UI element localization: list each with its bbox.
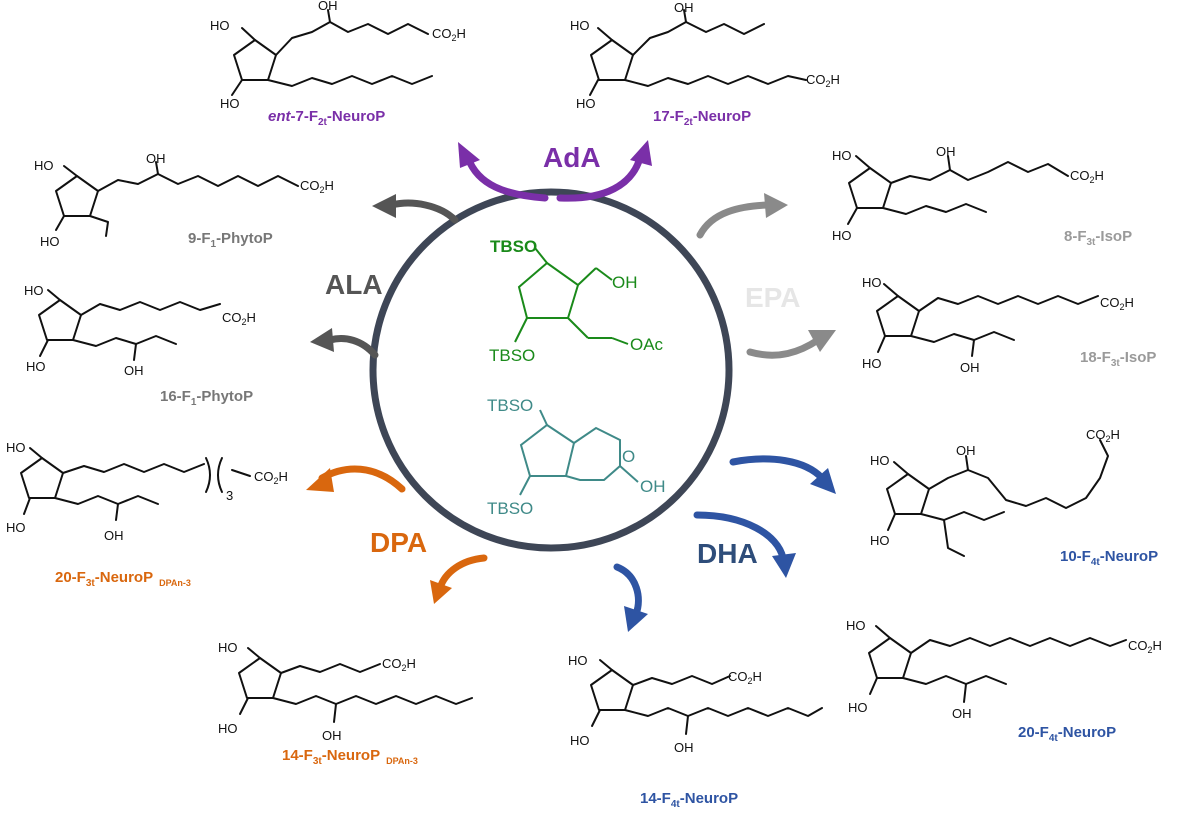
- atom-ho: HO: [218, 721, 238, 736]
- ada-arrows: [458, 140, 652, 202]
- atom-co2h: CO2H: [432, 26, 466, 43]
- atom-ho: HO: [570, 18, 590, 33]
- atom-co2h: CO2H: [1086, 427, 1120, 444]
- atom-ho: HO: [34, 158, 54, 173]
- atom-ho: HO: [40, 234, 60, 249]
- family-label-epa: EPA: [745, 282, 801, 313]
- central-teal-lactol: [519, 409, 639, 496]
- atom-oh: OH: [318, 0, 338, 13]
- center-top-tbso-1: TBSO: [490, 237, 537, 256]
- molecule-10-f4t-neurop: HO OH CO2H HO 10-F4t-NeuroP: [870, 427, 1158, 568]
- atom-ho: HO: [846, 618, 866, 633]
- center-bottom-tbso-2: TBSO: [487, 499, 533, 518]
- atom-ho: HO: [568, 653, 588, 668]
- atom-oh: OH: [104, 528, 124, 543]
- atom-ho: HO: [218, 640, 238, 655]
- atom-ho: HO: [220, 96, 240, 111]
- atom-co2h: CO2H: [806, 72, 840, 89]
- epa-arrows: [696, 193, 836, 359]
- atom-ho: HO: [848, 700, 868, 715]
- molecule-20-f4t-neurop: HO CO2H HO OH 20-F4t-NeuroP: [846, 618, 1162, 744]
- dpa-arrows: [306, 465, 488, 604]
- compound-label-8-f3t: 8-F3t-IsoP: [1064, 228, 1132, 248]
- atom-ho: HO: [862, 356, 882, 371]
- atom-co2h: CO2H: [1100, 295, 1134, 312]
- atom-co2h: CO2H: [728, 669, 762, 686]
- family-label-dha: DHA: [697, 538, 758, 569]
- atom-ho: HO: [6, 520, 26, 535]
- central-green-intermediate: [514, 247, 629, 345]
- family-label-dpa: DPA: [370, 527, 427, 558]
- repeat-count: 3: [226, 488, 233, 503]
- center-top-oac: OAc: [630, 335, 664, 354]
- atom-ho: HO: [576, 96, 596, 111]
- atom-co2h: CO2H: [300, 178, 334, 195]
- atom-oh: OH: [146, 151, 166, 166]
- atom-ho: HO: [862, 275, 882, 290]
- central-ring: [369, 188, 733, 552]
- compound-label-9-f1: 9-F1-PhytoP: [188, 230, 273, 250]
- atom-ho: HO: [26, 359, 46, 374]
- molecule-18-f3t-isop: HO CO2H HO OH 18-F3t-IsoP: [862, 275, 1156, 375]
- atom-oh: OH: [674, 740, 694, 755]
- atom-co2h: CO2H: [222, 310, 256, 327]
- family-label-ala: ALA: [325, 269, 383, 300]
- atom-ho: HO: [832, 148, 852, 163]
- center-top-tbso-2: TBSO: [489, 346, 535, 365]
- molecule-16-f1-phytop: HO CO2H HO OH 16-F1-PhytoP: [24, 283, 256, 408]
- molecule-ent-7-f2t-neurop: HO OH CO2H HO ent-7-F2t-NeuroP: [210, 0, 466, 128]
- atom-ho: HO: [6, 440, 26, 455]
- atom-ho: HO: [210, 18, 230, 33]
- compound-label-14-f4t: 14-F4t-NeuroP: [640, 790, 738, 810]
- center-bottom-o: O: [622, 447, 635, 466]
- compound-label-18-f3t: 18-F3t-IsoP: [1080, 349, 1156, 369]
- molecule-17-f2t-neurop: HO OH CO2H HO 17-F2t-NeuroP: [570, 0, 840, 128]
- compound-label-ent-7-f2t: ent-7-F2t-NeuroP: [268, 108, 385, 128]
- atom-oh: OH: [124, 363, 144, 378]
- atom-co2h: CO2H: [1128, 638, 1162, 655]
- atom-oh: OH: [952, 706, 972, 721]
- atom-oh: OH: [674, 0, 694, 15]
- dha-arrows: [613, 455, 836, 632]
- atom-oh: OH: [960, 360, 980, 375]
- atom-co2h: CO2H: [382, 656, 416, 673]
- molecule-8-f3t-isop: HO OH CO2H HO 8-F3t-IsoP: [832, 144, 1132, 248]
- atom-oh: OH: [322, 728, 342, 743]
- ala-arrows: [310, 194, 459, 359]
- family-label-ada: AdA: [543, 142, 601, 173]
- atom-ho: HO: [870, 533, 890, 548]
- atom-ho: HO: [870, 453, 890, 468]
- atom-co2h: CO2H: [1070, 168, 1104, 185]
- compound-label-10-f4t: 10-F4t-NeuroP: [1060, 548, 1158, 568]
- compound-label-20-f4t: 20-F4t-NeuroP: [1018, 724, 1116, 744]
- center-bottom-tbso-1: TBSO: [487, 396, 533, 415]
- atom-co2h: CO2H: [254, 469, 288, 486]
- compound-label-17-f2t: 17-F2t-NeuroP: [653, 108, 751, 128]
- molecule-9-f1-phytop: HO OH CO2H HO 9-F1-PhytoP: [34, 151, 334, 250]
- atom-oh: OH: [956, 443, 976, 458]
- compound-label-16-f1: 16-F1-PhytoP: [160, 388, 253, 408]
- atom-ho: HO: [832, 228, 852, 243]
- molecule-14-f4t-neurop: HO CO2H HO OH 14-F4t-NeuroP: [568, 653, 823, 810]
- atom-ho: HO: [570, 733, 590, 748]
- atom-oh: OH: [936, 144, 956, 159]
- center-bottom-oh: OH: [640, 477, 666, 496]
- atom-ho: HO: [24, 283, 44, 298]
- center-top-oh: OH: [612, 273, 638, 292]
